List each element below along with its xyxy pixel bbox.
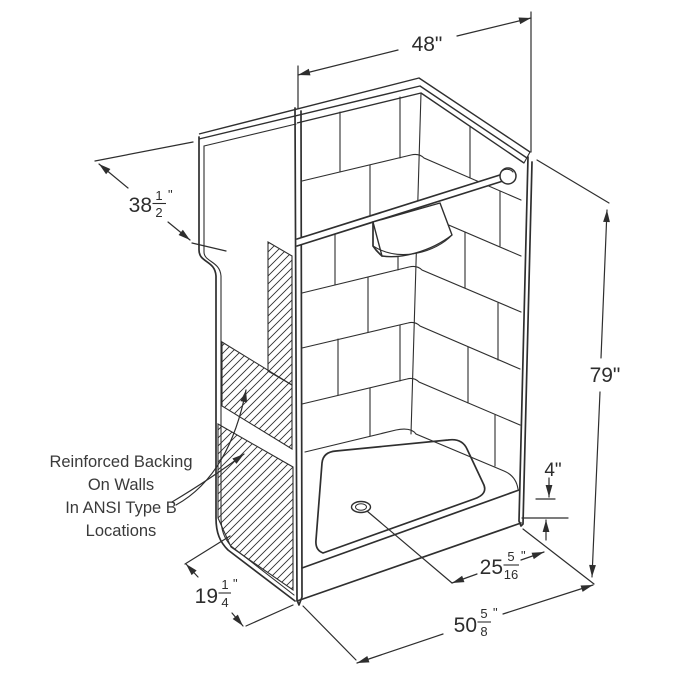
hatch-zone-middle-band xyxy=(221,341,293,450)
dim-38-unit: " xyxy=(168,187,173,202)
top-rim xyxy=(198,77,531,164)
shower-enclosure xyxy=(198,77,533,606)
front-right-edge xyxy=(518,156,533,527)
base-deck-back-edge xyxy=(304,428,519,490)
dim-19-unit: " xyxy=(233,576,238,591)
dim-50-denominator: 8 xyxy=(480,624,487,639)
dim-50-numerator: 5 xyxy=(480,606,487,621)
shower-base xyxy=(296,428,522,602)
dimension-base-depth: 19 1 4 " xyxy=(184,535,294,627)
dimension-interior-width: 48" xyxy=(297,11,532,153)
dim-38-denominator: 2 xyxy=(155,205,162,220)
dim-50-whole: 50 xyxy=(454,614,477,637)
dimension-overall-width: 50 5 8 " xyxy=(302,528,595,664)
dim-19-denominator: 4 xyxy=(221,595,228,610)
annotation-reinforced-backing: Reinforced Backing On Walls In ANSI Type… xyxy=(49,389,248,540)
reinforced-backing-hatch xyxy=(217,241,294,592)
dimension-height: 79" xyxy=(536,159,621,578)
dim-25-whole: 25 xyxy=(480,556,503,579)
drain xyxy=(350,500,372,514)
dimension-depth: 38 1 2 " xyxy=(94,141,227,252)
left-wall-profile xyxy=(198,136,296,602)
annotation-leader-lines xyxy=(171,389,248,506)
annotation-line-1: Reinforced Backing xyxy=(49,453,192,471)
hatch-zone-lower xyxy=(217,423,294,592)
grab-bar-mount xyxy=(499,167,517,185)
dim-19-whole: 19 xyxy=(195,585,218,608)
dimension-threshold: 4" xyxy=(521,460,569,541)
dim-19-numerator: 1 xyxy=(221,577,228,592)
hatch-zone-upper-strip xyxy=(267,241,293,386)
dim-79-label: 79" xyxy=(590,364,621,387)
dim-50-unit: " xyxy=(493,605,498,620)
soap-dish xyxy=(372,202,453,258)
dimension-drain-offset: 25 5 16 " xyxy=(366,510,545,584)
grab-bar xyxy=(296,167,517,247)
annotation-line-3: In ANSI Type B xyxy=(65,499,177,517)
drain-leader-line xyxy=(366,510,453,584)
dim-25-unit: " xyxy=(521,548,526,563)
dim-25-numerator: 5 xyxy=(507,549,514,564)
dim-4-label: 4" xyxy=(544,460,561,481)
base-front-top-edge xyxy=(301,489,520,569)
dim-25-denominator: 16 xyxy=(504,567,518,582)
front-left-edge xyxy=(294,107,303,606)
dim-38-numerator: 1 xyxy=(155,188,162,203)
basin-floor xyxy=(315,438,486,554)
annotation-line-4: Locations xyxy=(86,522,157,540)
dim-48-label: 48" xyxy=(412,33,443,56)
base-front-bottom-edge xyxy=(296,522,522,602)
dim-38-whole: 38 xyxy=(129,194,152,217)
annotation-line-2: On Walls xyxy=(88,476,154,494)
interior-corner-edge xyxy=(410,92,422,435)
